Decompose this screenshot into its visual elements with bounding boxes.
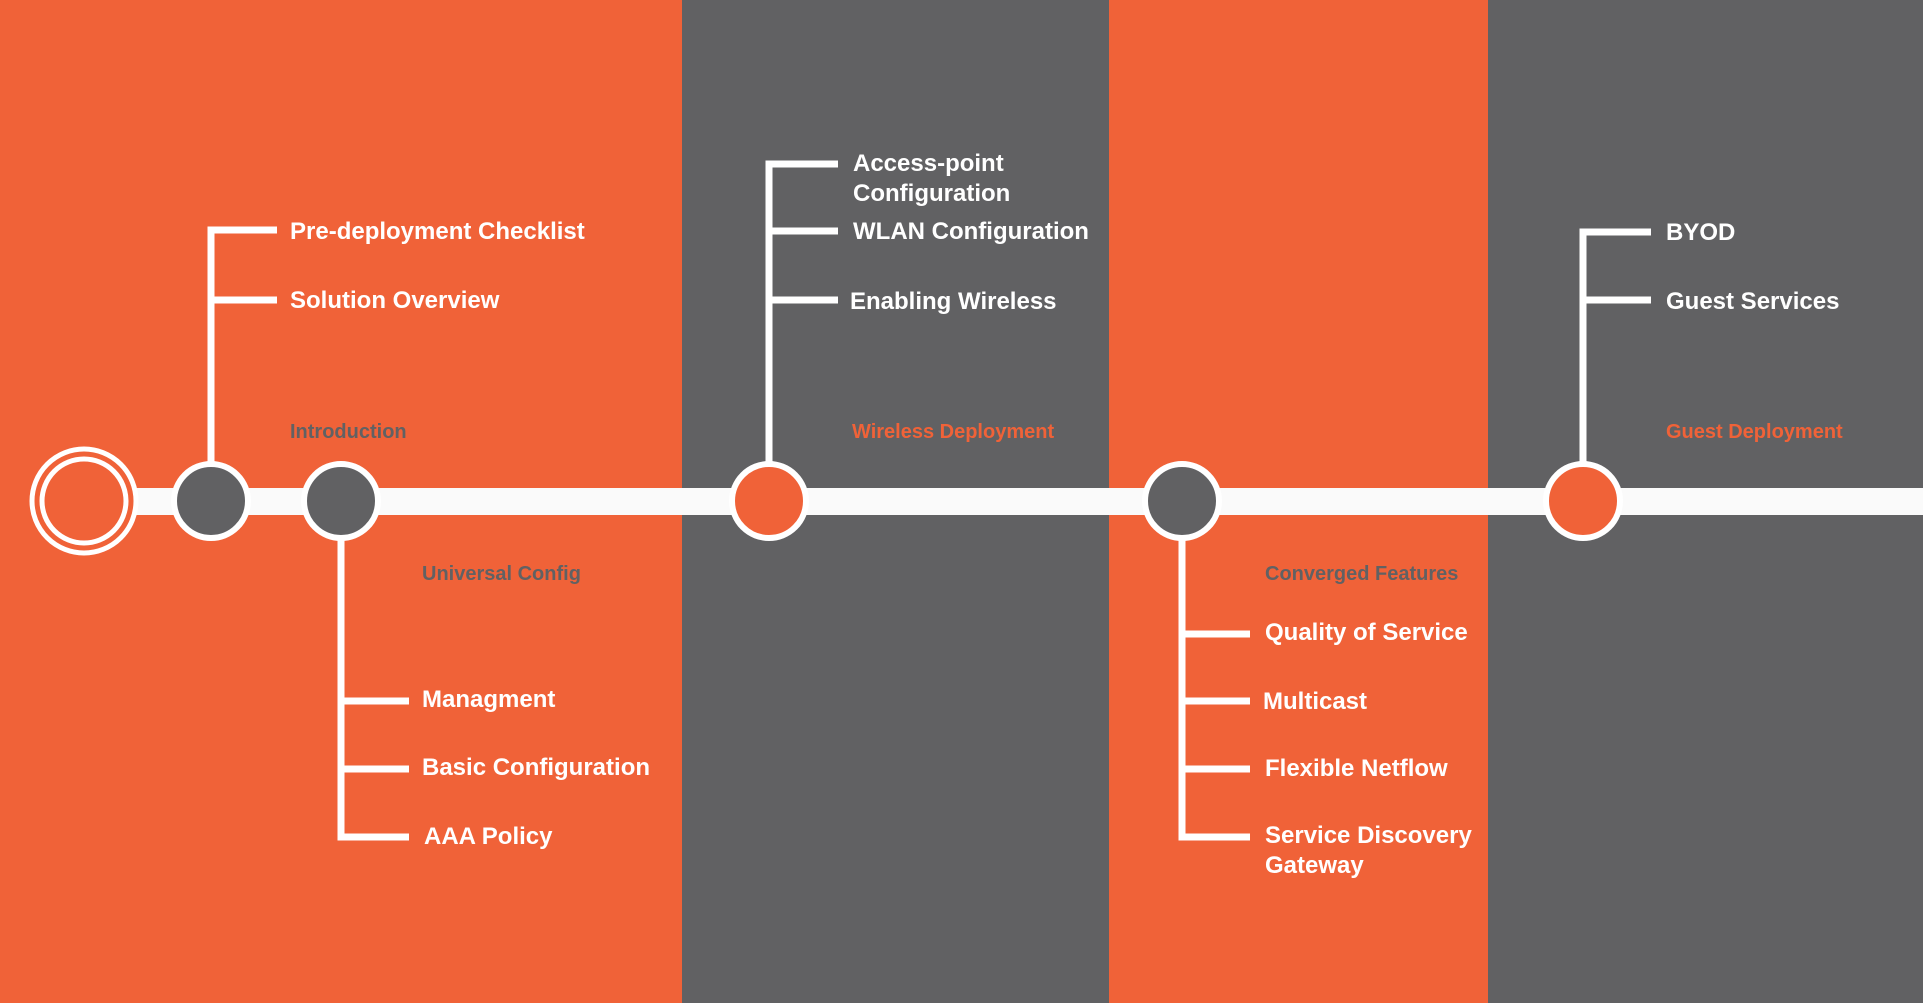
item-multicast: Multicast [1263,688,1368,715]
item-pre-deployment-checklist: Pre-deployment Checklist [290,218,585,245]
node-introduction [171,461,251,541]
connector-guest-deployment [1579,228,1651,465]
connector-wireless-deployment [765,160,838,465]
item-service-discovery-gateway: Service Discovery Gateway [1265,822,1472,879]
connector-universal-config [337,535,409,841]
node-converged-features [1142,461,1222,541]
item-basic-configuration: Basic Configuration [422,754,651,781]
item-enabling-wireless: Enabling Wireless [850,288,1057,315]
section-title-guest-deployment: Guest Deployment [1666,421,1843,443]
connector-introduction [207,226,277,465]
section-title-universal-config: Universal Config [422,563,581,585]
section-title-converged-features: Converged Features [1265,563,1459,585]
node-wireless-deployment [729,461,809,541]
section-title-introduction: Introduction [290,421,407,443]
item-flexible-netflow: Flexible Netflow [1265,755,1448,782]
item-guest-services: Guest Services [1666,288,1840,315]
node-guest-deployment [1543,461,1623,541]
item-solution-overview: Solution Overview [290,287,500,314]
item-byod: BYOD [1666,219,1736,246]
connector-converged-features [1178,535,1250,841]
item-quality-of-service: Quality of Service [1265,619,1468,646]
item-aaa-policy: AAA Policy [424,823,553,850]
section-title-wireless-deployment: Wireless Deployment [852,421,1055,443]
start-node [29,446,139,556]
node-universal-config [301,461,381,541]
item-wlan-configuration: WLAN Configuration [853,218,1089,245]
item-access-point-configuration: Access-point Configuration [853,150,1011,207]
item-managment: Managment [422,686,556,713]
